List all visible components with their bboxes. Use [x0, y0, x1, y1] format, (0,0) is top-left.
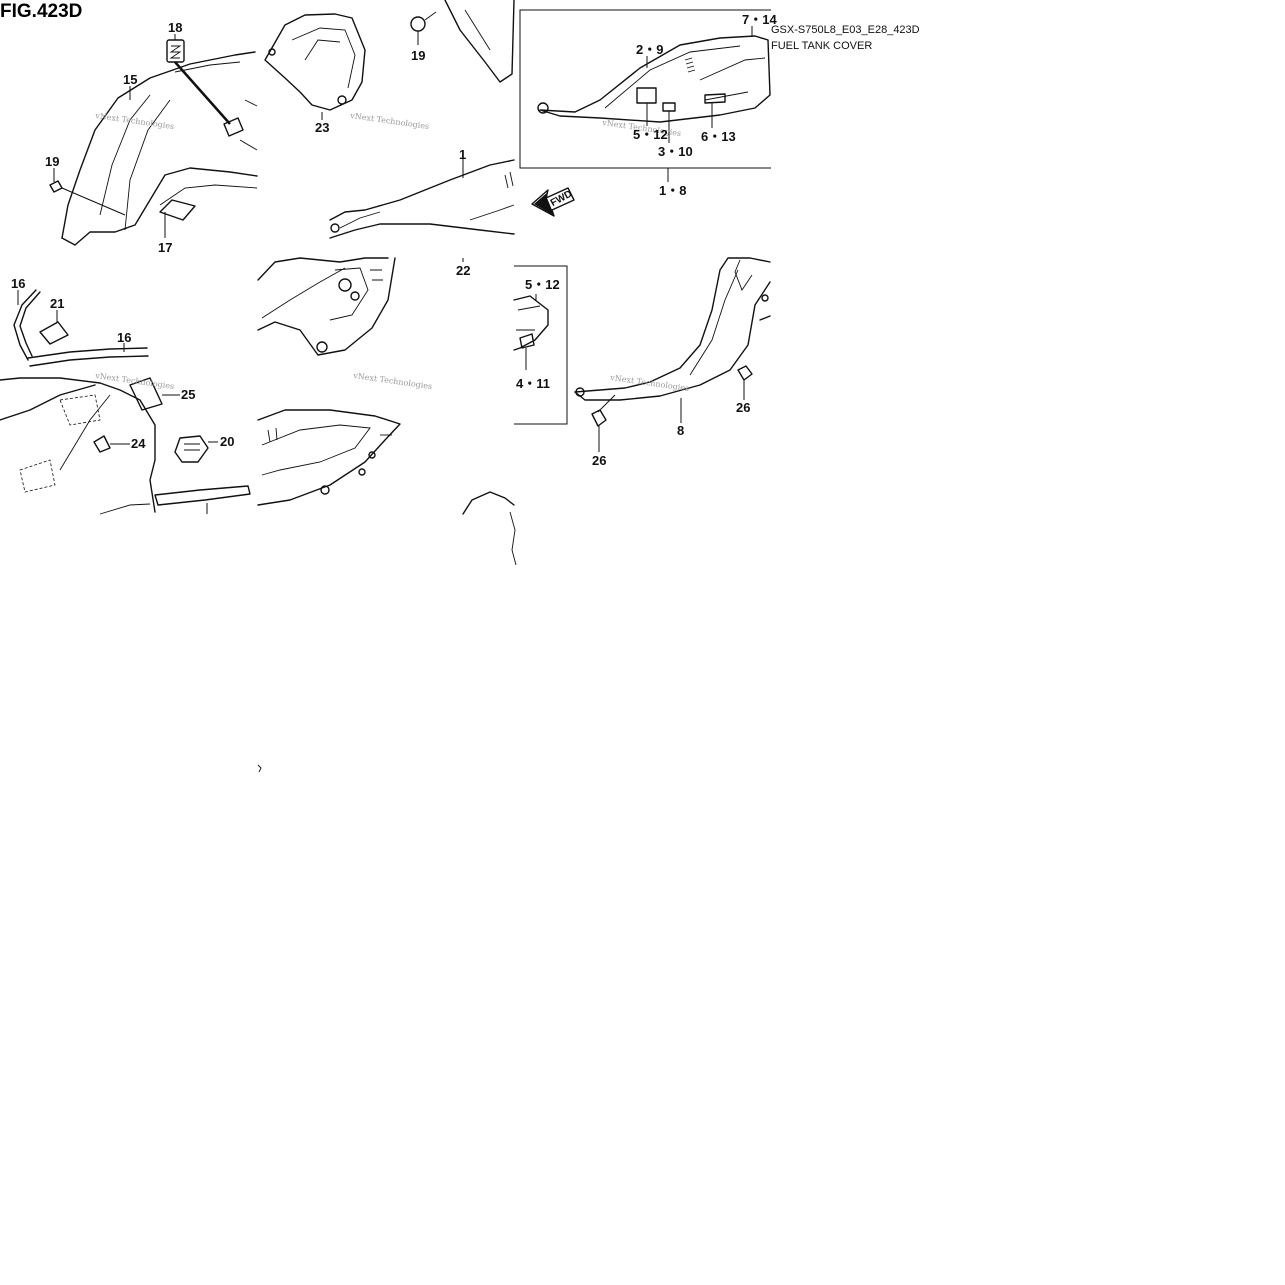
callout-20: 20: [220, 434, 234, 449]
callout-6-13: 6・13: [701, 129, 736, 144]
callout-22: 22: [456, 263, 470, 278]
callout-18: 18: [168, 20, 182, 35]
callout-26-left: 26: [592, 453, 606, 468]
callout-4-11: 4・11: [516, 376, 550, 391]
callout-1-8: 1・8: [659, 183, 686, 198]
callout-15: 15: [123, 72, 137, 87]
figure-name: FUEL TANK COVER: [771, 40, 872, 52]
watermark: vNext Technologies: [94, 111, 175, 131]
callout-8: 8: [677, 423, 684, 438]
callout-19-right: 19: [411, 48, 425, 63]
callout-3-10: 3・10: [658, 144, 693, 159]
panel-side-cover: [0, 289, 251, 515]
stray-mark: [257, 764, 262, 773]
callout-19: 19: [45, 154, 59, 169]
figure-title: FIG.423D: [0, 1, 82, 22]
callout-2-9: 2・9: [636, 42, 663, 57]
figure-code: GSX-S750L8_E03_E28_423D: [771, 24, 920, 36]
callout-23: 23: [315, 120, 329, 135]
callout-5-12-inset: 5・12: [525, 277, 560, 292]
callouts: 18 15 19 17 23 19 1 22 7・14 2・9 5・12 3・1…: [11, 12, 777, 468]
callout-7-14: 7・14: [742, 12, 777, 27]
callout-1: 1: [459, 147, 466, 162]
watermark: vNext Technologies: [94, 371, 175, 391]
callout-21: 21: [50, 296, 64, 311]
watermark: vNext Technologies: [609, 373, 690, 393]
watermarks: vNext Technologies vNext Technologies vN…: [94, 111, 690, 393]
callout-24: 24: [131, 436, 146, 451]
panel-front-cover: [49, 34, 258, 246]
callout-16: 16: [11, 276, 25, 291]
panel-fuel-tank-cover: FWD: [519, 9, 771, 217]
panel-long-trim: [329, 158, 515, 262]
panel-mid-pieces: [257, 257, 517, 566]
callout-5-12: 5・12: [633, 127, 668, 142]
panel-lower-trim: [574, 257, 771, 452]
callout-17: 17: [158, 240, 172, 255]
watermark: vNext Technologies: [349, 111, 430, 131]
watermark: vNext Technologies: [352, 371, 433, 391]
panel-inner-bracket: [264, 0, 515, 120]
callout-25: 25: [181, 387, 195, 402]
callout-16-lower: 16: [117, 330, 131, 345]
panel-small-inset: [513, 265, 568, 425]
callout-26: 26: [736, 400, 750, 415]
